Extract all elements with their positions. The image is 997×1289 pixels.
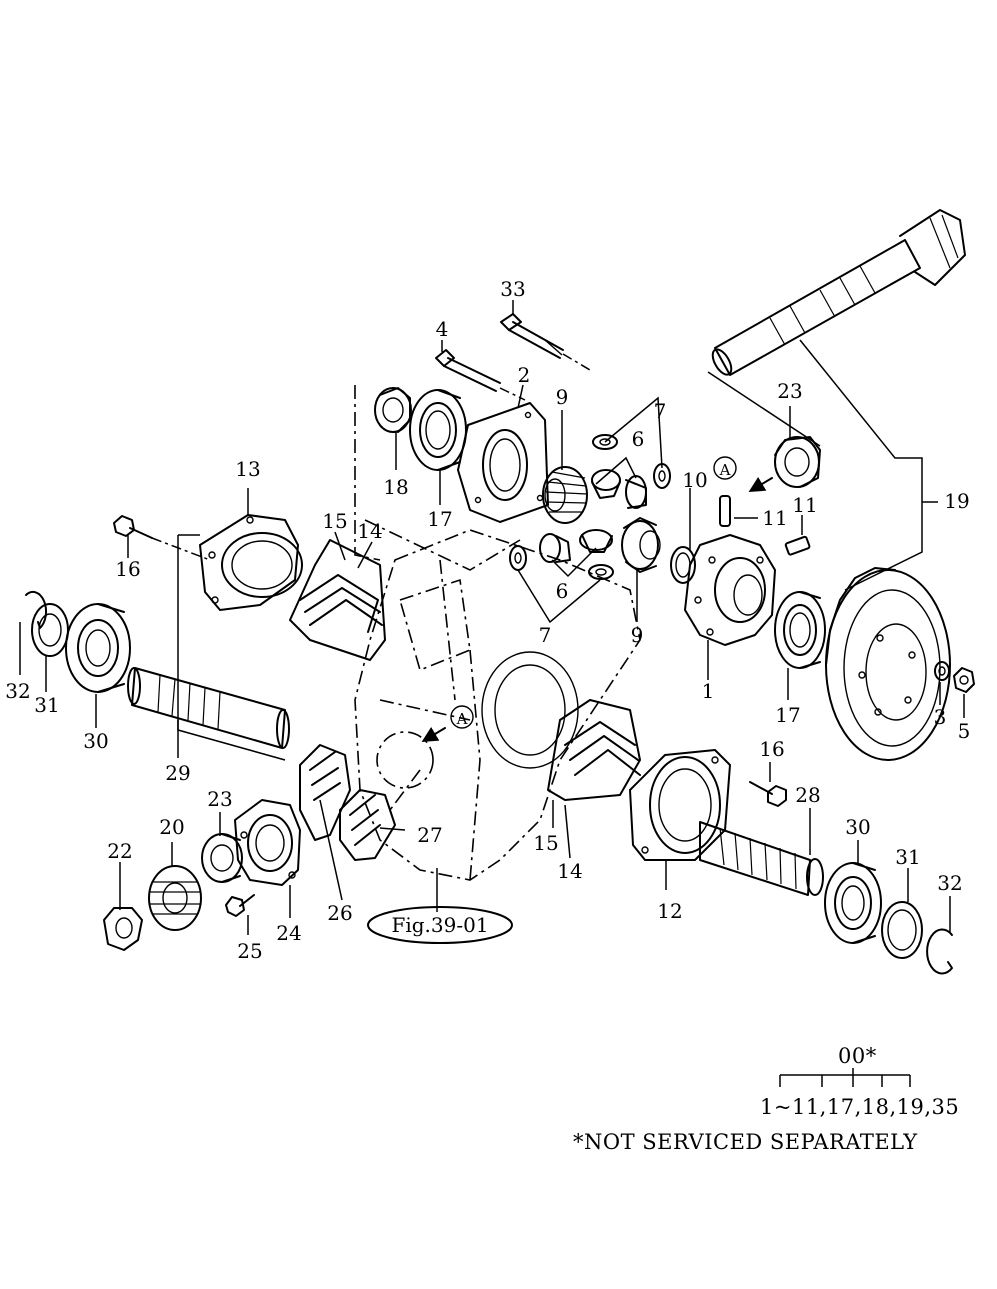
callout-10: 10 <box>682 468 707 492</box>
callout-7-lower: 7 <box>539 623 552 647</box>
part-32-snap-ring-right <box>926 928 953 975</box>
callout-29: 29 <box>165 761 190 785</box>
kit-bracket <box>779 1068 911 1087</box>
callout-19: 19 <box>944 489 969 513</box>
callout-16-left: 16 <box>115 557 140 581</box>
callout-13: 13 <box>235 457 260 481</box>
svg-text:A: A <box>719 461 731 479</box>
kit-includes: 1~11,17,18,19,35 <box>760 1095 960 1119</box>
callout-9-upper: 9 <box>556 385 569 409</box>
callout-28: 28 <box>795 783 820 807</box>
callout-4: 4 <box>436 317 449 341</box>
part-5-nut <box>953 667 975 693</box>
callout-30-left: 30 <box>83 729 108 753</box>
part-30-bearing-right <box>824 862 882 944</box>
callout-18: 18 <box>383 475 408 499</box>
callout-5: 5 <box>958 719 971 743</box>
part-2-carrier-flange <box>457 402 549 523</box>
callout-16-right: 16 <box>759 737 784 761</box>
part-20-gear <box>148 865 202 931</box>
callout-2: 2 <box>518 363 531 387</box>
part-33-long-bolt <box>500 313 591 371</box>
part-16-bolt-right <box>749 781 787 807</box>
not-serviced-note: *NOT SERVICED SEPARATELY <box>573 1130 918 1154</box>
callout-12: 12 <box>657 899 682 923</box>
part-25-bolt <box>225 894 255 917</box>
part-17-bearing-lower <box>774 591 826 669</box>
part-10-washer <box>670 546 696 584</box>
callout-6-upper: 6 <box>632 427 645 451</box>
part-16-bolt-left <box>113 515 211 561</box>
view-marker-upper: A <box>713 456 773 493</box>
callout-32-left: 32 <box>5 679 30 703</box>
part-32-snap-ring-left <box>25 590 47 629</box>
kit-code: 00* <box>838 1044 877 1068</box>
part-18-lock-nut <box>374 387 412 433</box>
callout-17-upper: 17 <box>427 507 452 531</box>
part-23-bearing-lower <box>201 833 243 883</box>
callout-17-lower: 17 <box>775 703 800 727</box>
part-13-cover <box>199 514 303 611</box>
part-3-washer <box>934 661 950 681</box>
callout-15-lower: 15 <box>533 831 558 855</box>
callout-11-a: 11 <box>762 506 787 530</box>
callout-24: 24 <box>276 921 301 945</box>
callout-20: 20 <box>159 815 184 839</box>
part-27-shims <box>339 789 396 861</box>
part-6-pinion-gears <box>539 469 647 563</box>
callout-32-right: 32 <box>937 871 962 895</box>
part-1-differential-case <box>684 534 776 646</box>
callout-27: 27 <box>417 823 442 847</box>
callout-31-left: 31 <box>34 693 59 717</box>
transmission-housing <box>354 385 641 881</box>
callout-6-lower: 6 <box>556 579 569 603</box>
part-28-output-shaft <box>699 821 824 896</box>
figure-reference[interactable]: Fig.39-01 <box>367 906 513 944</box>
callout-14-lower: 14 <box>557 859 582 883</box>
part-24-bearing-retainer <box>234 799 301 886</box>
part-17-bearing-upper <box>409 389 467 471</box>
part-30-bearing-left <box>65 603 131 693</box>
callout-31-right: 31 <box>895 845 920 869</box>
callout-15-upper: 15 <box>322 509 347 533</box>
part-9-side-gear-upper <box>542 466 588 524</box>
callout-26: 26 <box>327 901 352 925</box>
part-29-input-shaft <box>127 667 290 749</box>
part-19-pinion-shaft <box>711 209 966 376</box>
callout-23-upper: 23 <box>777 379 802 403</box>
callout-labels: 33 4 2 9 7 6 6 7 9 10 11 11 1 17 3 5 19 … <box>5 277 970 963</box>
view-marker-lower: A <box>421 705 474 743</box>
part-11-pins <box>719 495 811 556</box>
part-14-15-shims-lower <box>547 699 641 801</box>
callout-7-upper: 7 <box>654 399 667 423</box>
callout-1: 1 <box>702 679 715 703</box>
part-31-washer-right <box>881 901 923 959</box>
part-23-bearing-upper <box>774 436 821 488</box>
callout-11-b: 11 <box>792 493 817 517</box>
callout-33: 33 <box>500 277 525 301</box>
part-31-washer-left <box>31 603 69 657</box>
part-14-15-shims-upper <box>289 539 386 661</box>
part-22-nut <box>103 907 143 951</box>
leader-lines <box>19 300 965 935</box>
callout-30-right: 30 <box>845 815 870 839</box>
part-9-side-gear-lower <box>621 517 661 573</box>
part-4-bolt <box>435 349 526 401</box>
callout-23-lower: 23 <box>207 787 232 811</box>
svg-text:Fig.39-01: Fig.39-01 <box>391 913 488 937</box>
svg-text:A: A <box>456 710 468 728</box>
callout-3: 3 <box>934 705 947 729</box>
part-12-cover <box>629 749 731 861</box>
part-19-ring-gear <box>825 567 951 761</box>
callout-22: 22 <box>107 839 132 863</box>
callout-9-lower: 9 <box>631 623 644 647</box>
callout-14-upper: 14 <box>357 519 382 543</box>
callout-25: 25 <box>237 939 262 963</box>
